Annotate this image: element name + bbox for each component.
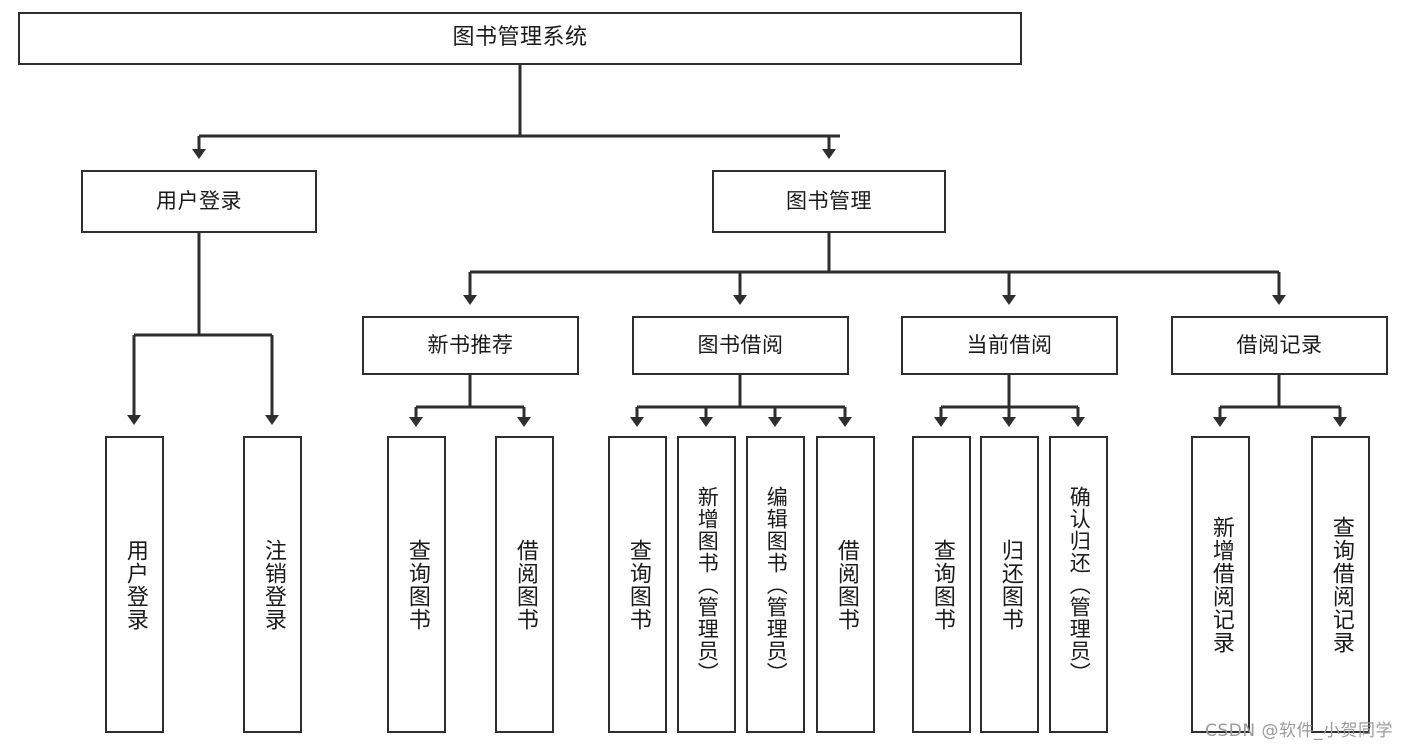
- node-user-login-label: 用户登录: [156, 189, 242, 214]
- node-borrow-record-label: 借阅记录: [1236, 333, 1323, 358]
- node-borrow-record[interactable]: 借阅记录: [1171, 316, 1388, 375]
- node-new-book-recommend-label: 新书推荐: [427, 333, 514, 358]
- node-leaf-borrow-book-1[interactable]: 借阅图书: [495, 436, 554, 733]
- node-leaf-user-login[interactable]: 用户登录: [105, 436, 164, 733]
- node-leaf-add-book-label: 新增图书（管理员）: [695, 485, 720, 684]
- node-leaf-add-record[interactable]: 新增借阅记录: [1191, 436, 1250, 733]
- node-leaf-logout-login[interactable]: 注销登录: [243, 436, 302, 733]
- node-leaf-confirm-return-label: 确认归还（管理员）: [1067, 485, 1092, 684]
- node-book-borrow[interactable]: 图书借阅: [632, 316, 849, 375]
- node-leaf-edit-book[interactable]: 编辑图书（管理员）: [746, 436, 805, 733]
- node-leaf-logout-login-label: 注销登录: [260, 538, 286, 631]
- node-leaf-query-book-1-label: 查询图书: [404, 538, 430, 631]
- node-leaf-return-book[interactable]: 归还图书: [980, 436, 1039, 733]
- node-leaf-return-book-label: 归还图书: [997, 538, 1023, 631]
- node-leaf-query-record[interactable]: 查询借阅记录: [1311, 436, 1370, 733]
- node-book-manage[interactable]: 图书管理: [712, 170, 946, 233]
- node-book-borrow-label: 图书借阅: [697, 333, 784, 358]
- node-current-borrow[interactable]: 当前借阅: [901, 316, 1118, 375]
- node-current-borrow-label: 当前借阅: [966, 333, 1053, 358]
- node-leaf-query-book-1[interactable]: 查询图书: [387, 436, 446, 733]
- node-leaf-query-book-3[interactable]: 查询图书: [912, 436, 971, 733]
- node-leaf-query-record-label: 查询借阅记录: [1328, 515, 1354, 654]
- node-leaf-user-login-label: 用户登录: [122, 538, 148, 631]
- node-leaf-query-book-2[interactable]: 查询图书: [608, 436, 667, 733]
- node-book-manage-label: 图书管理: [786, 189, 872, 214]
- node-root-label: 图书管理系统: [452, 25, 588, 51]
- node-root[interactable]: 图书管理系统: [18, 12, 1022, 65]
- node-leaf-add-book[interactable]: 新增图书（管理员）: [677, 436, 736, 733]
- node-user-login[interactable]: 用户登录: [81, 170, 317, 233]
- node-leaf-confirm-return[interactable]: 确认归还（管理员）: [1049, 436, 1108, 733]
- node-leaf-add-record-label: 新增借阅记录: [1208, 515, 1234, 654]
- node-leaf-borrow-book-1-label: 借阅图书: [512, 538, 538, 631]
- watermark: CSDN @软件_小贺同学: [1205, 721, 1393, 741]
- node-new-book-recommend[interactable]: 新书推荐: [362, 316, 579, 375]
- node-leaf-query-book-3-label: 查询图书: [929, 538, 955, 631]
- node-leaf-query-book-2-label: 查询图书: [625, 538, 651, 631]
- node-leaf-borrow-book-2[interactable]: 借阅图书: [816, 436, 875, 733]
- node-leaf-borrow-book-2-label: 借阅图书: [833, 538, 859, 631]
- node-leaf-edit-book-label: 编辑图书（管理员）: [764, 485, 789, 684]
